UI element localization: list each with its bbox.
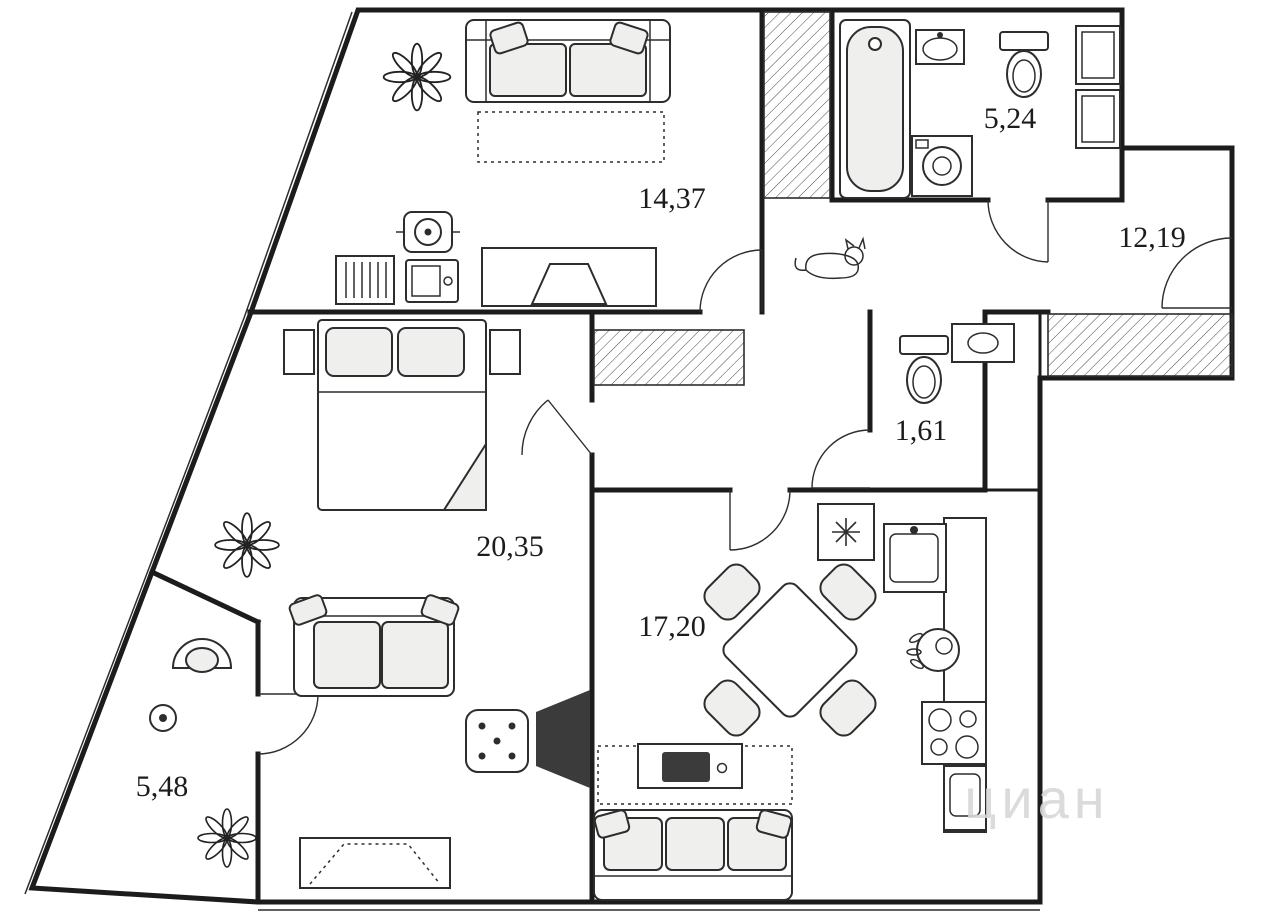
exterior-walls: [24, 7, 1235, 911]
bathtub: [839, 19, 911, 199]
interior-walls: [148, 7, 1125, 905]
sink-bathroom: [915, 29, 965, 65]
sofa-kitchen: [593, 809, 793, 901]
chair: [819, 563, 877, 621]
sofa-living: [465, 19, 671, 103]
bathroom-cabinets: [1075, 25, 1121, 149]
nightstand-left: [283, 329, 315, 375]
room-label-bathroom: 5,24: [984, 102, 1037, 135]
chair: [703, 563, 761, 621]
room-label-wc: 1,61: [895, 414, 948, 447]
balcony-furniture: [149, 638, 257, 868]
kitchen-furniture: [593, 503, 987, 901]
entrance-door: [1161, 237, 1233, 309]
toilet-bathroom: [999, 31, 1049, 98]
bookshelf: [335, 255, 395, 305]
bedroom-furniture: [214, 319, 590, 889]
dining-set: [703, 563, 877, 737]
cat-sketch: [794, 236, 866, 280]
balcony-door: [257, 693, 319, 755]
room-label-bedroom: 20,35: [476, 530, 544, 563]
fridge-symbol: [832, 518, 860, 546]
duct-shaft: [983, 310, 1042, 492]
armchair: [171, 638, 233, 673]
watermark: циан: [964, 767, 1109, 830]
laptop: [405, 259, 459, 303]
toilet-wc: [899, 335, 949, 404]
nightstand-right: [489, 329, 521, 375]
desk: [597, 743, 793, 805]
room-label-balcony: 5,48: [136, 770, 189, 803]
wc-vanity: [951, 323, 1015, 363]
tv-stand: [299, 837, 451, 889]
closet-top: [763, 11, 831, 199]
stove-pot: [396, 211, 460, 253]
plant-icon: [197, 808, 257, 868]
room-label-living: 14,37: [638, 182, 706, 215]
living-room-door: [699, 249, 763, 313]
room-label-kitchen: 17,20: [638, 610, 706, 643]
room-labels: 14,37 5,24 12,19 1,61 20,35 17,20 5,48: [136, 102, 1186, 803]
tv-panel: [536, 690, 590, 788]
plant-icon: [382, 42, 452, 112]
chair: [703, 679, 761, 737]
oven: [943, 765, 987, 831]
kitchen-sink: [883, 523, 947, 593]
cooktop: [921, 701, 987, 765]
wc-fixtures: [899, 323, 1015, 404]
counter-decor: [906, 628, 960, 672]
living-room-furniture: [335, 19, 671, 307]
chair: [819, 679, 877, 737]
wardrobes: [593, 11, 1233, 386]
washing-machine: [911, 135, 973, 197]
bathroom-fixtures: [839, 19, 1121, 199]
fridge: [817, 503, 875, 561]
room-label-hallway: 12,19: [1118, 221, 1186, 254]
bedroom-door: [521, 399, 593, 456]
wc-door: [811, 429, 871, 489]
plant-icon: [214, 512, 280, 578]
kitchen-door: [729, 489, 791, 551]
side-table: [149, 704, 177, 732]
hallway-wardrobe: [1047, 313, 1233, 377]
console-table: [481, 247, 657, 307]
bed: [317, 319, 487, 511]
sofa-bedroom: [288, 594, 460, 697]
rug: [477, 111, 665, 163]
corridor-wardrobe: [593, 329, 745, 386]
bathroom-door: [987, 199, 1049, 263]
coffee-table: [465, 709, 529, 773]
